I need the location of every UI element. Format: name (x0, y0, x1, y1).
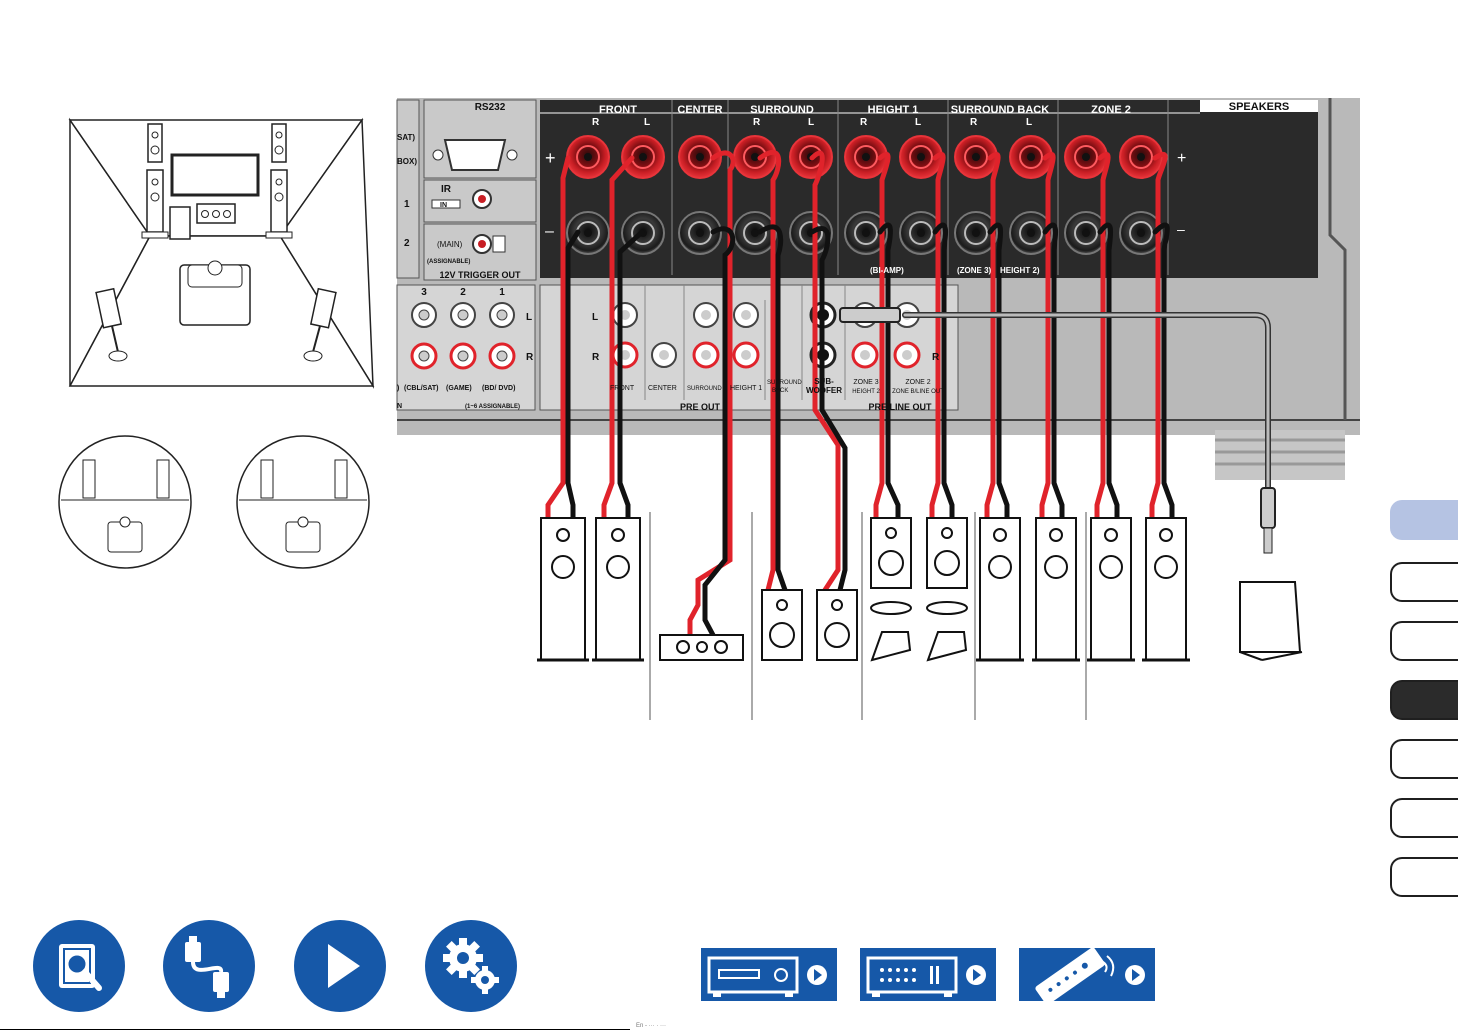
speaker-cables (545, 149, 1276, 638)
trigger-1-label: 1 (404, 199, 410, 210)
speaker-placement-circle-2 (236, 435, 370, 569)
speaker-placement-circle-1 (58, 435, 192, 569)
ch-l: L (1026, 117, 1032, 128)
preout-surround-label: SURROUND (687, 386, 722, 392)
setup-button[interactable] (425, 920, 517, 1012)
preout-zone2-label: ZONE 2 (905, 379, 930, 386)
rear-panel-button[interactable] (860, 948, 996, 1001)
speaker-connection-diagram: RS232 IR IN 1 2 (MAIN) (ASSIGNABLE) 12V … (58, 98, 1360, 720)
connections-button[interactable] (163, 920, 255, 1012)
preout-front-label: FRONT (610, 385, 635, 392)
panel-labels: RS232 IR IN 1 2 (MAIN) (ASSIGNABLE) 12V … (397, 101, 1289, 412)
main-label: (MAIN) (437, 240, 463, 249)
side-tab-1[interactable] (1390, 500, 1458, 540)
side-tab-3[interactable] (1390, 621, 1458, 661)
preout-r2-label: R (932, 352, 940, 363)
ch-r: R (970, 117, 978, 128)
side-tab-5[interactable] (1390, 739, 1458, 779)
remote-control-icon (1035, 948, 1145, 1001)
box-label: BOX) (397, 157, 417, 166)
playback-button[interactable] (294, 920, 386, 1012)
preout-height2-label: HEIGHT 2 (852, 389, 880, 395)
preout-zone3-label: ZONE 3 (853, 379, 878, 386)
ch-r: R (592, 117, 600, 128)
preout-center-label: CENTER (648, 385, 677, 392)
cable-icon (185, 936, 229, 998)
front-group-label: FRONT (599, 104, 637, 116)
play-icon (328, 944, 360, 988)
trigger-2-label: 2 (404, 238, 410, 249)
bi-amp-label: (BI-AMP) (870, 266, 904, 275)
height2-label: HEIGHT 2) (1000, 266, 1040, 275)
gear-icon (443, 938, 499, 994)
contents-button[interactable] (33, 920, 125, 1012)
preout-height1-label: HEIGHT 1 (730, 385, 762, 392)
game-label: (GAME) (446, 385, 472, 392)
bd-dvd-label: (BD/ DVD) (482, 385, 515, 392)
page-footer: En - ··· · ··· (0, 1023, 1458, 1033)
preout-sb-label-a: SURROUND (767, 380, 802, 386)
surround-back-group-label: SURROUND BACK (951, 104, 1049, 116)
side-tab-4[interactable] (1390, 680, 1458, 720)
sat-label: SAT) (397, 133, 415, 142)
center-group-label: CENTER (677, 104, 722, 116)
ch-l: L (915, 117, 921, 128)
preout-l-label: L (592, 312, 598, 323)
side-tab-2[interactable] (1390, 562, 1458, 602)
footer-text: En - ··· · ··· (636, 1023, 666, 1029)
subwoofer-label-a: SUB- (814, 377, 834, 386)
footer-rule (0, 1029, 630, 1030)
ch-l: L (808, 117, 814, 128)
minus-sign-right: – (1177, 221, 1185, 237)
preout-r-label: R (592, 352, 600, 363)
speakers-title: SPEAKERS (1229, 101, 1290, 113)
receiver-front-icon (707, 956, 827, 997)
input-2-label: 2 (460, 287, 466, 298)
trigger-out-label: 12V TRIGGER OUT (439, 270, 521, 280)
assignable-label: (ASSIGNABLE) (427, 259, 470, 265)
preout-zoneb-label: ZONE B/LINE OUT (892, 389, 944, 395)
ir-label: IR (441, 184, 452, 195)
surround-group-label: SURROUND (750, 104, 814, 116)
input-paren: ) (397, 385, 399, 392)
plus-sign-right: + (1177, 150, 1186, 167)
subwoofer-label-b: WOOFER (806, 386, 842, 395)
height1-group-label: HEIGHT 1 (868, 104, 919, 116)
input-3-label: 3 (421, 287, 427, 298)
group-separators (649, 512, 1087, 720)
side-tab-7[interactable] (1390, 857, 1458, 897)
zone2-group-label: ZONE 2 (1091, 104, 1131, 116)
room-layout-illustration (68, 117, 375, 389)
front-panel-button[interactable] (701, 948, 837, 1001)
ch-r: R (753, 117, 761, 128)
pre-line-out-label: PRE/LINE OUT (868, 402, 932, 412)
plus-sign-left: + (545, 148, 556, 168)
pre-out-label: PRE OUT (680, 402, 721, 412)
rca-input-jacks (410, 302, 516, 370)
input-n-label: N (397, 403, 402, 410)
input-r-label: R (526, 352, 534, 363)
input-l-label: L (526, 312, 532, 323)
remote-button[interactable] (1019, 948, 1155, 1001)
speakers (537, 517, 1303, 662)
ch-r: R (860, 117, 868, 128)
preout-sb-label-b: BACK (772, 388, 788, 394)
receiver-rear-icon (866, 956, 986, 997)
zone3-label: (ZONE 3) (957, 266, 992, 275)
rs232-label: RS232 (475, 102, 506, 113)
input-1-label: 1 (499, 287, 505, 298)
side-tab-6[interactable] (1390, 798, 1458, 838)
cbl-sat-label: (CBL/SAT) (404, 385, 438, 392)
book-search-icon (59, 944, 102, 991)
assignable-1-6-label: (1~6 ASSIGNABLE) (465, 404, 520, 410)
ch-l: L (644, 117, 650, 128)
ir-in-label: IN (440, 202, 447, 209)
minus-sign-left: – (545, 223, 554, 240)
